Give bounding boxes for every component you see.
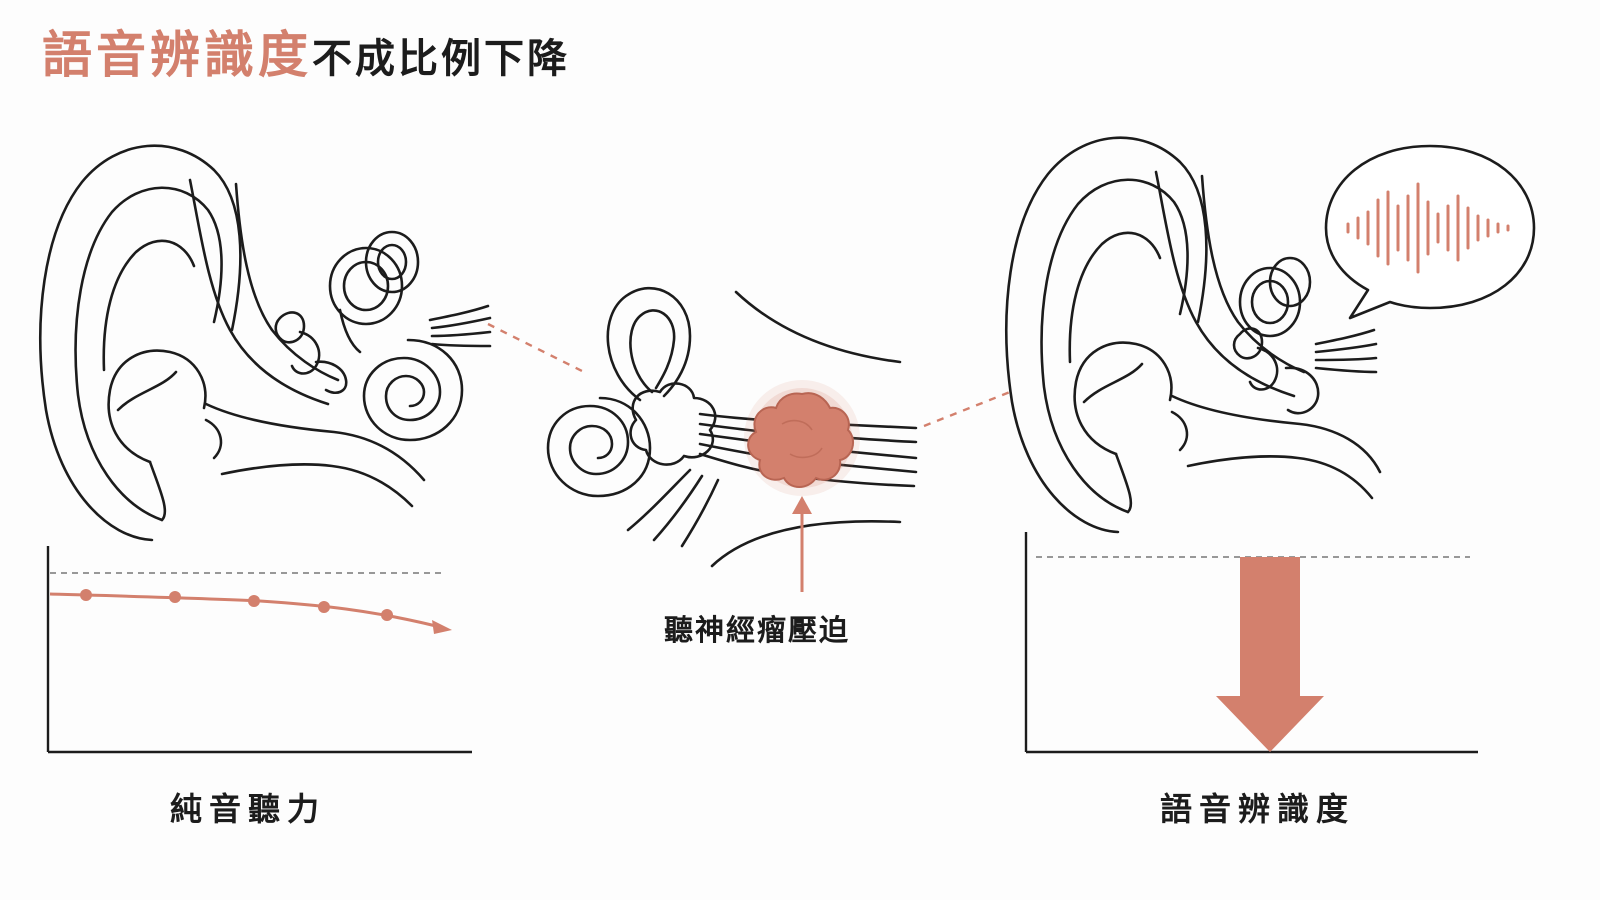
title-accent: 語音辨識度 — [42, 26, 312, 84]
pure-tone-point — [318, 601, 330, 613]
speech-discrimination-label: 語音辨識度 — [1160, 790, 1356, 828]
inner-ear-tumor-icon — [546, 286, 918, 568]
speech-discrimination-chart — [1024, 532, 1478, 754]
pure-tone-hearing-label: 純音聽力 — [170, 790, 327, 828]
pure-tone-curve — [49, 592, 437, 628]
pure-tone-point — [248, 595, 260, 607]
left-ear-icon — [39, 144, 492, 542]
pure-tone-chart — [46, 546, 472, 754]
tumor-mass — [744, 380, 860, 496]
tumor-compression-label: 聽神經瘤壓迫 — [664, 613, 851, 647]
right-connector — [923, 390, 1011, 428]
pure-tone-point — [80, 589, 92, 601]
pure-tone-curve-arrowhead — [432, 620, 452, 634]
large-down-arrow — [1216, 557, 1324, 752]
pure-tone-point — [169, 591, 181, 603]
left-connector — [487, 322, 585, 374]
speech-bubble-soundwave-icon — [1324, 144, 1536, 320]
tumor-pointer-arrow — [792, 496, 812, 592]
right-ear-icon — [1005, 136, 1382, 534]
pure-tone-point — [381, 609, 393, 621]
page-title: 語音辨識度不成比例下降 — [42, 30, 570, 80]
title-rest: 不成比例下降 — [312, 36, 570, 82]
